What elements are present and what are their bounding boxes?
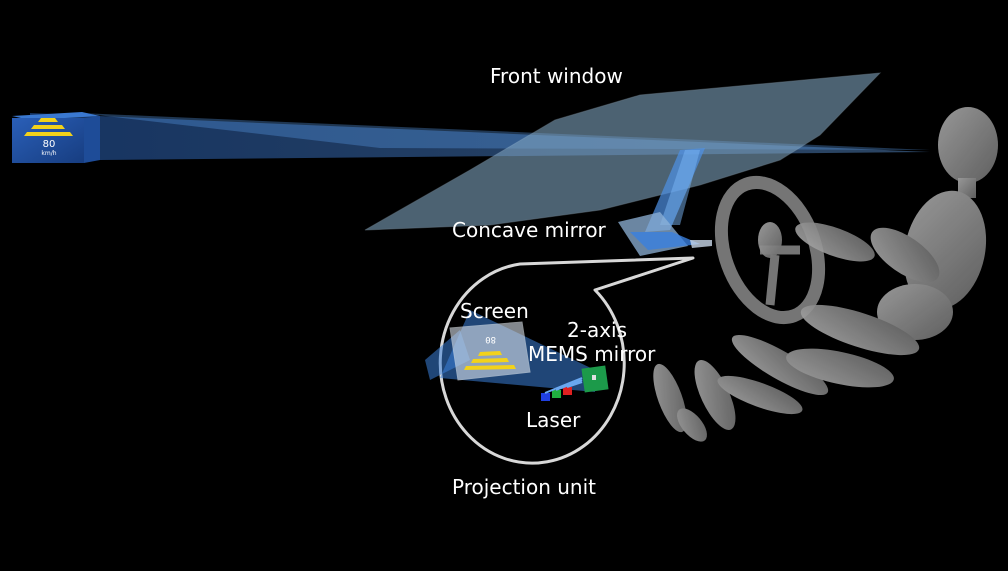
screen-stripes — [464, 351, 516, 370]
concave-mirror — [618, 212, 712, 256]
laser-modules — [541, 377, 583, 401]
reflected-beam-2 — [660, 150, 700, 225]
front-window-label: Front window — [490, 64, 623, 88]
driver-mannequin — [653, 107, 998, 442]
screen-component: 80 — [449, 321, 531, 381]
front-window — [364, 72, 882, 231]
virtual-image — [12, 112, 100, 163]
virtual-speed-value: 80 — [42, 139, 56, 150]
svg-text:80: 80 — [485, 334, 496, 344]
hud-stripes — [24, 118, 73, 136]
mems-label-line1: 2-axis — [567, 318, 628, 342]
mems-mirror-chip — [581, 365, 609, 393]
mems-label-line2: MEMS mirror — [528, 342, 656, 366]
concave-mirror-label: Concave mirror — [452, 218, 606, 242]
screen-label: Screen — [460, 299, 529, 323]
projection-unit-label: Projection unit — [452, 475, 597, 499]
callout-outline — [438, 256, 695, 465]
virtual-speed-unit: km/h — [41, 150, 57, 157]
laser-label: Laser — [526, 408, 581, 432]
